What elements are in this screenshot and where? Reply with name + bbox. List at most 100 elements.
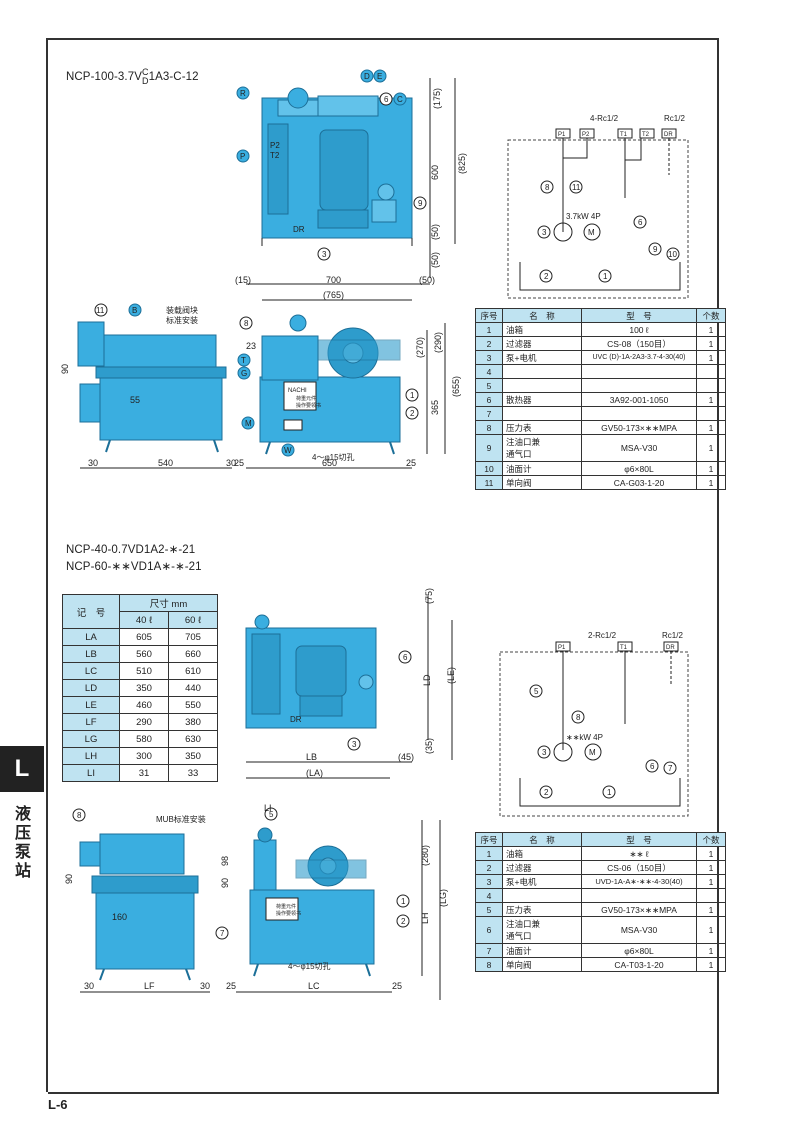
circuit2-port-p1: P1	[558, 645, 566, 651]
section-tab: L	[0, 746, 44, 792]
dim-365: 365	[430, 400, 440, 415]
callout-5-small: 5	[269, 810, 274, 819]
callout-D: D	[364, 72, 370, 81]
dim-30b: 30	[226, 458, 236, 468]
circuit1-n3: 3	[542, 228, 547, 237]
circuit2-n5: 5	[534, 687, 539, 696]
callout-C: C	[397, 95, 403, 104]
dim-90: 90	[60, 364, 70, 374]
dims-col-40: 40 ℓ	[119, 611, 169, 629]
circuit1-motor-symbol: M	[588, 228, 595, 237]
callout-3-small: 3	[352, 740, 357, 749]
drain-label-3: DR	[290, 715, 302, 724]
dim-290: (290)	[433, 332, 443, 353]
dim-25-left-small: 25	[226, 981, 236, 991]
circuit2-port-t1: T1	[620, 645, 628, 651]
dim-825: (825)	[457, 153, 467, 174]
dim-25b: 25	[406, 458, 416, 468]
dim-650: 650	[322, 458, 337, 468]
table-row: 4	[475, 364, 726, 379]
circuit1-port-dr: DR	[664, 132, 673, 138]
dim-LF: LF	[144, 981, 155, 991]
callout-M: M	[245, 419, 252, 428]
callout-8: 8	[244, 319, 249, 328]
circuit2-n3: 3	[542, 748, 547, 757]
circuit1-n10: 10	[668, 250, 677, 259]
circuit1-n9: 9	[653, 245, 658, 254]
callout-T: T	[241, 356, 246, 365]
callout-11: 11	[96, 306, 105, 315]
dim-75: (75)	[424, 588, 434, 604]
col-name: 名 称	[502, 308, 582, 323]
dim-LA: (LA)	[306, 768, 323, 778]
dim-LI: LI	[264, 803, 272, 813]
dim-25-right-small: 25	[392, 981, 402, 991]
circuit1-n1: 1	[603, 272, 608, 281]
dim-45: (45)	[398, 752, 414, 762]
dim-280: (280)	[420, 845, 430, 866]
callout-G: G	[241, 369, 247, 378]
callout-P: P	[240, 152, 245, 161]
plate-text-1: 荷重元件	[296, 395, 316, 402]
circuit2-n6: 6	[650, 762, 655, 771]
circuit2-port-dr: DR	[666, 645, 675, 651]
plate-text-small-2: 操作要领书	[276, 910, 301, 917]
dim-540: 540	[158, 458, 173, 468]
circuit1-port-p1: P1	[558, 132, 566, 138]
note-holes-1: 4～φ15切孔	[312, 453, 355, 462]
dim-25a: 25	[234, 458, 244, 468]
callout-3: 3	[322, 250, 327, 259]
drain-label: DR	[293, 225, 305, 234]
dim-23: 23	[246, 341, 256, 351]
dims-header-size: 尺寸 mm	[119, 594, 218, 612]
circuit2-n1: 1	[607, 788, 612, 797]
dim-LC: LC	[308, 981, 320, 991]
page-left-rule	[46, 38, 48, 1092]
dim-LD: LD	[422, 674, 432, 686]
dims-col-60: 60 ℓ	[168, 611, 218, 629]
callout-B: B	[132, 306, 137, 315]
dim-270: (270)	[415, 337, 425, 358]
dim-50b: (50)	[430, 252, 440, 268]
circuit1-motor: 3.7kW 4P	[566, 212, 601, 221]
table-header-row: 序号名 称型 号个数	[475, 308, 726, 323]
circuit1-port-t2: T2	[642, 132, 650, 138]
callout-6-small: 6	[403, 653, 408, 662]
callout-7-small: 7	[220, 929, 225, 938]
circuit2-n7: 7	[668, 764, 673, 773]
dim-LH: LH	[420, 912, 430, 924]
dim-50a: (50)	[430, 224, 440, 240]
note-holes-2: 4～φ15切孔	[288, 962, 331, 971]
dim-600: 600	[430, 165, 440, 180]
dim-160: 160	[112, 912, 127, 922]
page-frame	[48, 38, 719, 1094]
circuit1-rc: Rc1/2	[664, 114, 685, 123]
col-no: 序号	[475, 308, 503, 323]
circuit1-n6: 6	[638, 218, 643, 227]
circuit2-rc: Rc1/2	[662, 631, 683, 640]
dim-30-right: 30	[200, 981, 210, 991]
callout-W: W	[284, 446, 292, 455]
dim-LE: (LE)	[446, 667, 456, 684]
brand-plate: NACHI	[288, 388, 307, 394]
circuit2-n8: 8	[576, 713, 581, 722]
section-title: 液压泵站	[14, 806, 31, 880]
circuit1-n8: 8	[545, 183, 550, 192]
circuit2-motor-symbol: M	[589, 748, 596, 757]
